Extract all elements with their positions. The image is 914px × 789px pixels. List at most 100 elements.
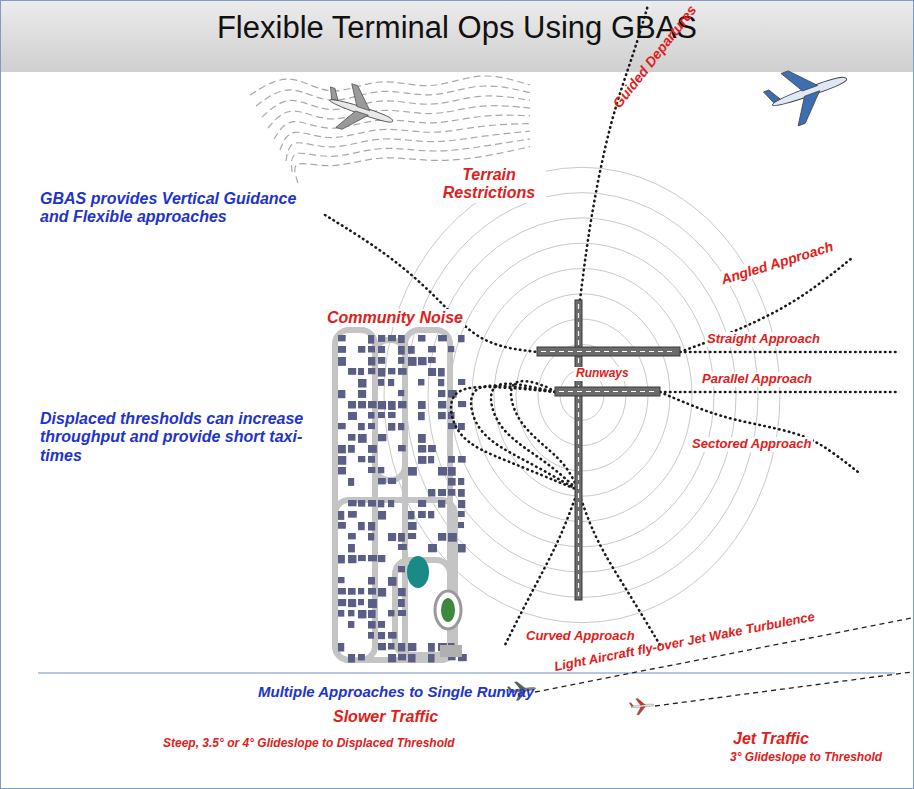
building (358, 610, 366, 618)
callout-label: Runways (574, 367, 631, 381)
jet-icon (629, 697, 655, 716)
wing (336, 83, 376, 136)
divider-line (38, 672, 895, 673)
building (338, 357, 346, 366)
traffic-note: Steep, 3.5° or 4° Glideslope to Displace… (163, 737, 455, 751)
building (368, 423, 375, 429)
building (358, 401, 366, 408)
building (398, 599, 405, 607)
building (388, 335, 396, 341)
airliner-icon (760, 53, 857, 133)
building (368, 335, 374, 344)
building (378, 588, 386, 597)
building (408, 467, 417, 476)
building (418, 500, 426, 507)
building (338, 643, 344, 651)
runway-centerline (541, 351, 676, 352)
building (368, 632, 374, 639)
building (398, 533, 405, 542)
building (428, 511, 434, 518)
contour-line (262, 96, 530, 117)
building (388, 533, 396, 541)
building (408, 346, 415, 354)
building (358, 555, 366, 561)
wing (779, 63, 828, 126)
building (358, 654, 365, 660)
building (398, 368, 407, 375)
building (348, 621, 354, 628)
building (418, 445, 426, 453)
runway (555, 387, 660, 396)
building (408, 654, 416, 662)
building (378, 555, 385, 562)
building (338, 467, 346, 474)
building (368, 456, 375, 463)
callout-label: Sectored Approach (690, 437, 813, 452)
building (378, 346, 385, 353)
building (418, 511, 426, 518)
parallel-approach-path (660, 391, 900, 394)
building (398, 544, 407, 550)
building (448, 456, 455, 463)
street (335, 500, 455, 660)
building (418, 379, 424, 385)
building (348, 610, 354, 616)
contour-line (250, 76, 530, 95)
building (378, 511, 386, 520)
building (348, 555, 357, 563)
section-heading: Multiple Approaches to Single Runway (258, 683, 534, 700)
runway-centerline (559, 391, 656, 392)
street (335, 330, 375, 660)
curved-loop-path (451, 387, 578, 490)
building (408, 511, 415, 519)
building (338, 588, 346, 594)
building (338, 346, 346, 353)
building (348, 500, 357, 506)
building (378, 335, 385, 342)
building (388, 643, 395, 650)
building (398, 357, 404, 364)
building (378, 412, 385, 418)
traffic-label: Jet Traffic (733, 730, 809, 748)
building (338, 511, 344, 520)
building (338, 335, 346, 341)
building (428, 368, 436, 376)
building (358, 368, 364, 375)
building (338, 522, 346, 529)
building (388, 478, 396, 484)
tail (764, 87, 781, 104)
building (458, 401, 466, 407)
building (358, 522, 365, 530)
straight-approach-path (680, 351, 900, 354)
building (338, 599, 346, 606)
building (368, 621, 376, 629)
building (408, 522, 417, 530)
building (388, 500, 394, 507)
building (398, 335, 405, 343)
building (438, 379, 444, 386)
callout-label: Straight Approach (705, 332, 822, 347)
building (338, 423, 346, 429)
stadium-field (441, 598, 455, 622)
building (378, 368, 385, 377)
building (348, 599, 356, 607)
building (368, 588, 376, 595)
building (448, 467, 456, 476)
building (368, 533, 374, 540)
building (388, 368, 395, 374)
building (428, 456, 434, 463)
building (348, 412, 357, 420)
building (458, 423, 465, 430)
contour-line (268, 106, 530, 128)
building (398, 445, 406, 451)
building (458, 489, 465, 497)
header-band (0, 0, 914, 72)
building (368, 346, 375, 352)
building (348, 654, 355, 663)
building (368, 599, 377, 608)
building (358, 423, 365, 430)
stadium (435, 591, 461, 629)
